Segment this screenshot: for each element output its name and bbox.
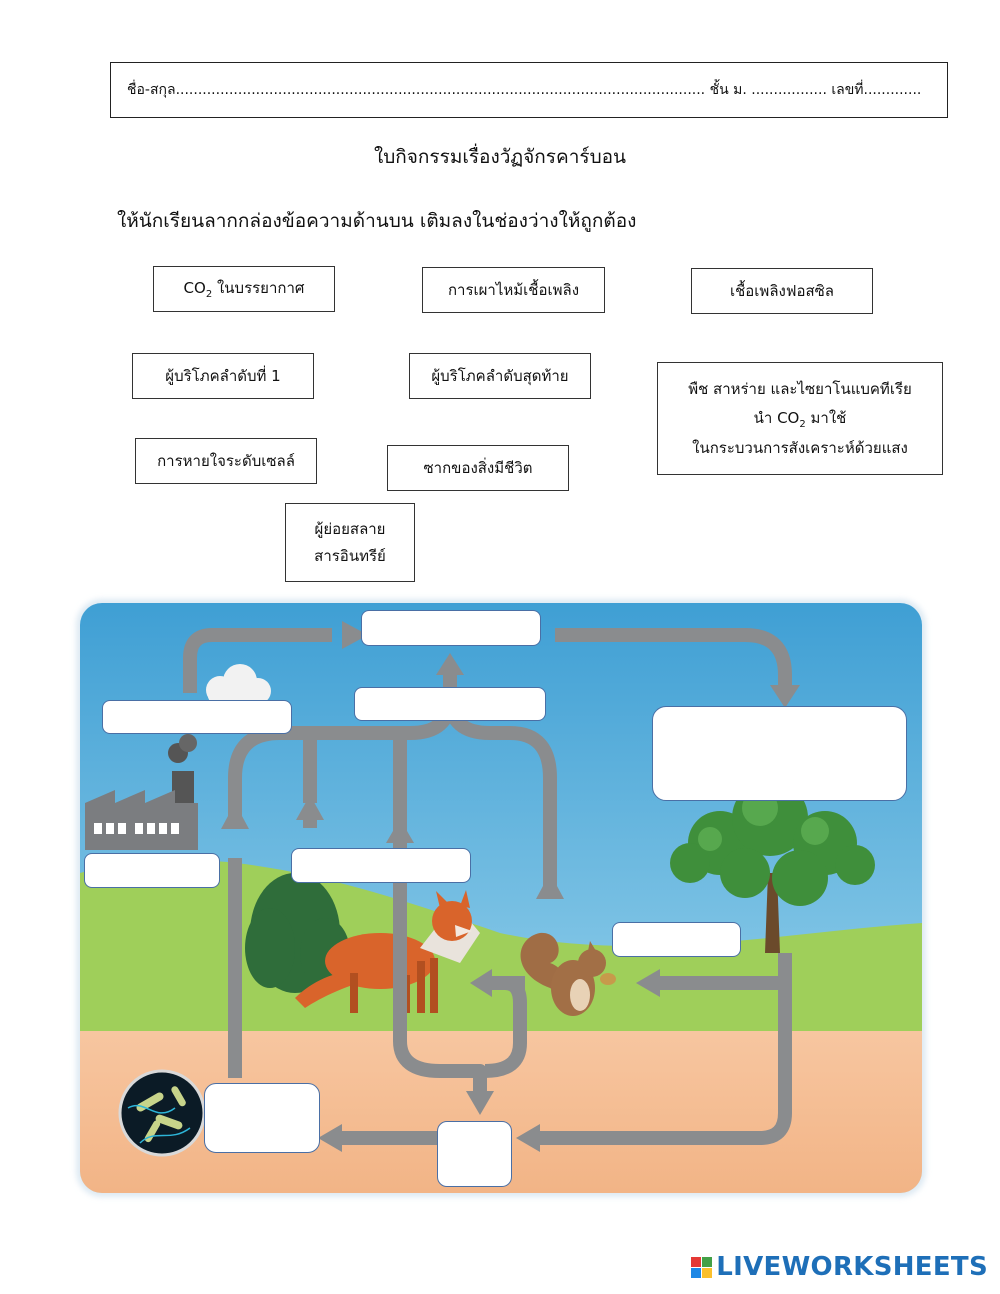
- option-decomposer-line1: ผู้ย่อยสลาย: [315, 516, 386, 542]
- option-fossil-label: เชื้อเพลิงฟอสซิล: [730, 278, 834, 304]
- answer-blank-respiration[interactable]: [354, 687, 546, 721]
- answer-blank-top-consumer[interactable]: [291, 848, 471, 883]
- option-plants-line3: ในกระบวนการสังเคราะห์ด้วยแสง: [692, 434, 908, 463]
- answer-blank-top[interactable]: [361, 610, 541, 646]
- option-fossil-fuel[interactable]: เชื้อเพลิงฟอสซิล: [691, 268, 873, 314]
- option-plants-line1: พืช สาหร่าย และไซยาโนแบคทีเรีย: [688, 375, 912, 404]
- option-cellular-respiration[interactable]: การหายใจระดับเซลล์: [135, 438, 317, 484]
- option-decomposer[interactable]: ผู้ย่อยสลาย สารอินทรีย์: [285, 503, 415, 582]
- option-top-consumer[interactable]: ผู้บริโภคลำดับสุดท้าย: [409, 353, 591, 399]
- option-burning-fuel[interactable]: การเผาไหม้เชื้อเพลิง: [422, 267, 605, 313]
- option-co2-text: CO2 ในบรรยากาศ: [184, 275, 305, 304]
- option-burning-label: การเผาไหม้เชื้อเพลิง: [448, 277, 579, 303]
- name-line-box: ชื่อ-สกุล...............................…: [110, 62, 948, 118]
- option-plants-line2: นำ CO2 มาใช้: [754, 404, 847, 434]
- option-co2-atmosphere[interactable]: CO2 ในบรรยากาศ: [153, 266, 335, 312]
- logo-mark-icon: [691, 1257, 712, 1278]
- logo-text: LIVEWORKSHEETS: [716, 1252, 988, 1282]
- answer-blank-decomposer[interactable]: [204, 1083, 320, 1153]
- name-line: ชื่อ-สกุล...............................…: [127, 79, 921, 101]
- bacteria-icon: [120, 1071, 204, 1155]
- option-remains-label: ซากของสิ่งมีชีวิต: [424, 455, 533, 481]
- option-respiration-label: การหายใจระดับเซลล์: [157, 448, 295, 474]
- carbon-cycle-diagram: [80, 603, 922, 1193]
- answer-blank-fuel[interactable]: [84, 853, 220, 888]
- answer-blank-remains[interactable]: [437, 1121, 512, 1187]
- liveworksheets-logo: LIVEWORKSHEETS: [691, 1252, 988, 1282]
- option-decomposer-line2: สารอินทรีย์: [314, 543, 386, 569]
- answer-blank-plants[interactable]: [652, 706, 907, 801]
- option-organism-remains[interactable]: ซากของสิ่งมีชีวิต: [387, 445, 569, 491]
- page-title: ใบกิจกรรมเรื่องวัฏจักรคาร์บอน: [0, 142, 1000, 172]
- answer-blank-factory[interactable]: [102, 700, 292, 734]
- option-consumer1-label: ผู้บริโภคลำดับที่ 1: [165, 363, 280, 389]
- answer-blank-primary-consumer[interactable]: [612, 922, 741, 957]
- option-plants-photosynthesis[interactable]: พืช สาหร่าย และไซยาโนแบคทีเรีย นำ CO2 มา…: [657, 362, 943, 475]
- option-primary-consumer[interactable]: ผู้บริโภคลำดับที่ 1: [132, 353, 314, 399]
- option-consumer-last-label: ผู้บริโภคลำดับสุดท้าย: [431, 363, 568, 389]
- instruction-text: ให้นักเรียนลากกล่องข้อความด้านบน เติมลงใ…: [117, 206, 636, 236]
